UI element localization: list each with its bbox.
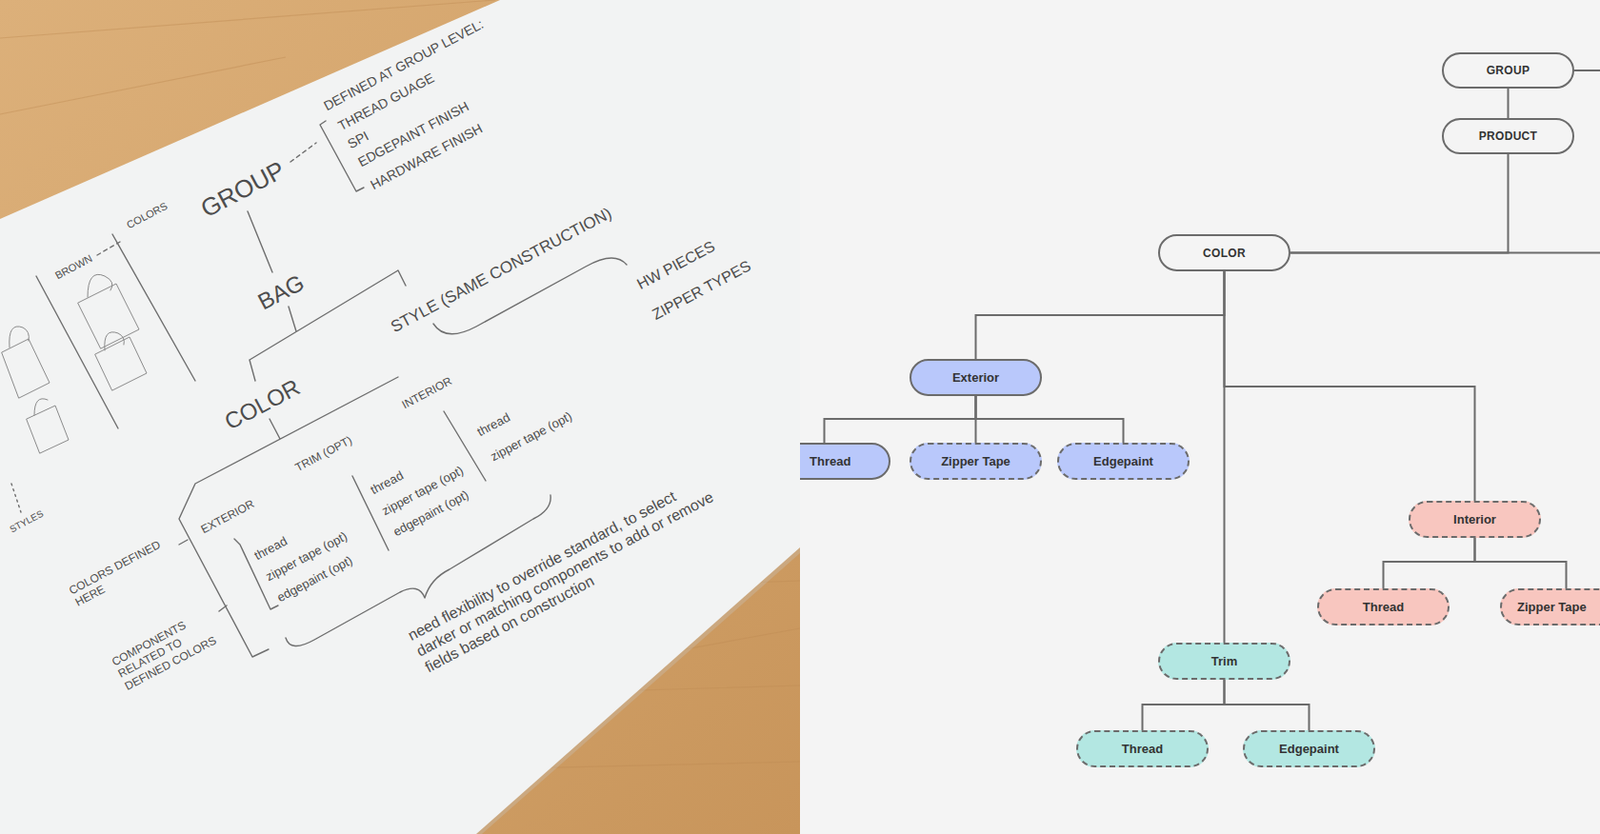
product-box: PRODUCT: [1441, 118, 1575, 155]
component-box: Thread: [1317, 588, 1450, 626]
bag-doodles: [1, 274, 147, 454]
tree-connector: [1142, 680, 1225, 731]
component-box: Edgepaint: [1242, 730, 1376, 768]
node-label: Thread: [809, 454, 851, 469]
node-label: Edgepaint: [1279, 741, 1340, 757]
sketch-illustration: [0, 0, 800, 834]
component-box: Zipper Tape: [1500, 588, 1600, 626]
diagram-panel: GROUPPRODUCTCOLORExteriorThreadZipper Ta…: [800, 0, 1600, 834]
tree-connector: [1383, 538, 1476, 589]
node-label: Zipper Tape: [1517, 600, 1587, 615]
tree-connector: [1224, 680, 1310, 731]
node-label: Edgepaint: [1093, 454, 1154, 469]
color-box: COLOR: [1158, 234, 1291, 272]
tree-connector: [1475, 538, 1567, 589]
node-label: Thread: [1121, 741, 1163, 757]
pencil-dots: [11, 483, 21, 513]
node-label: Zipper Tape: [940, 454, 1011, 469]
node-label: Exterior: [952, 370, 1000, 385]
wood-table: [0, 0, 800, 834]
tree-connector: [1223, 271, 1226, 643]
node-label: COLOR: [1202, 246, 1246, 260]
tree-connector: [824, 396, 977, 443]
node-label: Thread: [1362, 600, 1404, 615]
node-label: Trim: [1211, 654, 1238, 669]
sketch-photo: DEFINED AT GROUP LEVEL:THREAD GUAGESPIED…: [0, 0, 800, 834]
pencil-dashes: [97, 142, 317, 256]
paper-sheet: [0, 0, 800, 834]
tree-connector: [1224, 271, 1476, 501]
component-box: Edgepaint: [1057, 442, 1190, 480]
node-label: Interior: [1453, 512, 1497, 527]
component-box: Zipper Tape: [909, 442, 1042, 480]
trim-box: Trim: [1158, 642, 1291, 680]
component-box: Thread: [1076, 730, 1209, 768]
node-label: GROUP: [1486, 63, 1531, 78]
node-label: PRODUCT: [1479, 129, 1538, 143]
group-box: GROUP: [1441, 52, 1575, 89]
interior-box: Interior: [1408, 500, 1541, 539]
tree-line: [1290, 70, 1600, 254]
tree-connector: [1290, 154, 1509, 254]
tree-connector: [976, 271, 1225, 360]
component-box: Thread: [800, 442, 891, 480]
paper-shadow: [0, 0, 800, 834]
exterior-box: Exterior: [909, 359, 1042, 397]
tree-connector: [1507, 88, 1510, 119]
tree-connector: [976, 396, 1124, 443]
